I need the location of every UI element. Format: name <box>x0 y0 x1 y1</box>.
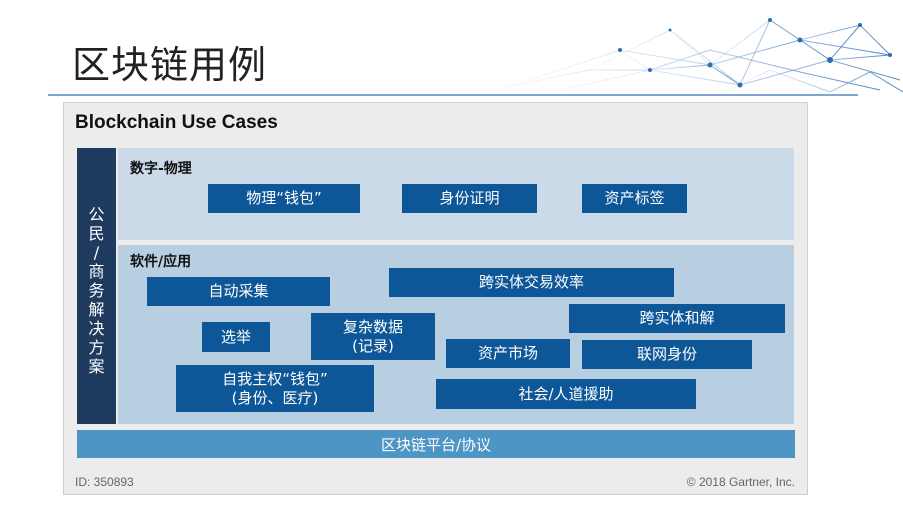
software-label: 软件/应用 <box>130 254 192 270</box>
digital-physical-label: 数字-物理 <box>130 161 192 177</box>
footer-copyright: © 2018 Gartner, Inc. <box>686 475 795 489</box>
box-auto-collect: 自动采集 <box>147 277 330 306</box>
self-sovereign-line2: (身份、医疗) <box>231 388 319 407</box>
footer-id: ID: 350893 <box>75 475 134 489</box>
side-char: 决 <box>88 319 105 338</box>
box-complex-data: 复杂数据 (记录) <box>311 313 435 360</box>
side-char: 案 <box>88 357 105 376</box>
side-bar <box>77 148 116 424</box>
title-divider <box>48 94 858 96</box>
box-identity-proof: 身份证明 <box>402 184 537 213</box>
side-char: 商 <box>88 262 105 281</box>
diagram-title: Blockchain Use Cases <box>75 112 278 133</box>
side-char: 务 <box>88 281 105 300</box>
box-self-sovereign-wallet: 自我主权“钱包” (身份、医疗) <box>176 365 374 412</box>
box-asset-tag: 资产标签 <box>582 184 687 213</box>
side-char: 方 <box>88 338 105 357</box>
side-char: 民 <box>88 224 105 243</box>
side-char: 解 <box>88 300 105 319</box>
side-label: 公 民 / 商 务 解 决 方 案 <box>77 205 116 376</box>
box-iot-identity: 联网身份 <box>582 340 752 369</box>
box-physical-wallet: 物理“钱包” <box>208 184 360 213</box>
side-char: / <box>93 243 100 262</box>
box-election: 选举 <box>202 322 270 352</box>
page-title: 区块链用例 <box>72 43 268 87</box>
box-asset-market: 资产市场 <box>446 339 570 368</box>
network-graphic <box>499 18 903 96</box>
platform-bar: 区块链平台/协议 <box>77 430 795 458</box>
complex-data-line1: 复杂数据 <box>342 317 403 336</box>
box-cross-entity-reconcile: 跨实体和解 <box>569 304 785 333</box>
complex-data-line2: (记录) <box>352 336 394 355</box>
side-char: 公 <box>88 205 105 224</box>
box-cross-entity-efficiency: 跨实体交易效率 <box>389 268 674 297</box>
box-social-aid: 社会/人道援助 <box>436 379 696 409</box>
self-sovereign-line1: 自我主权“钱包” <box>222 369 328 388</box>
